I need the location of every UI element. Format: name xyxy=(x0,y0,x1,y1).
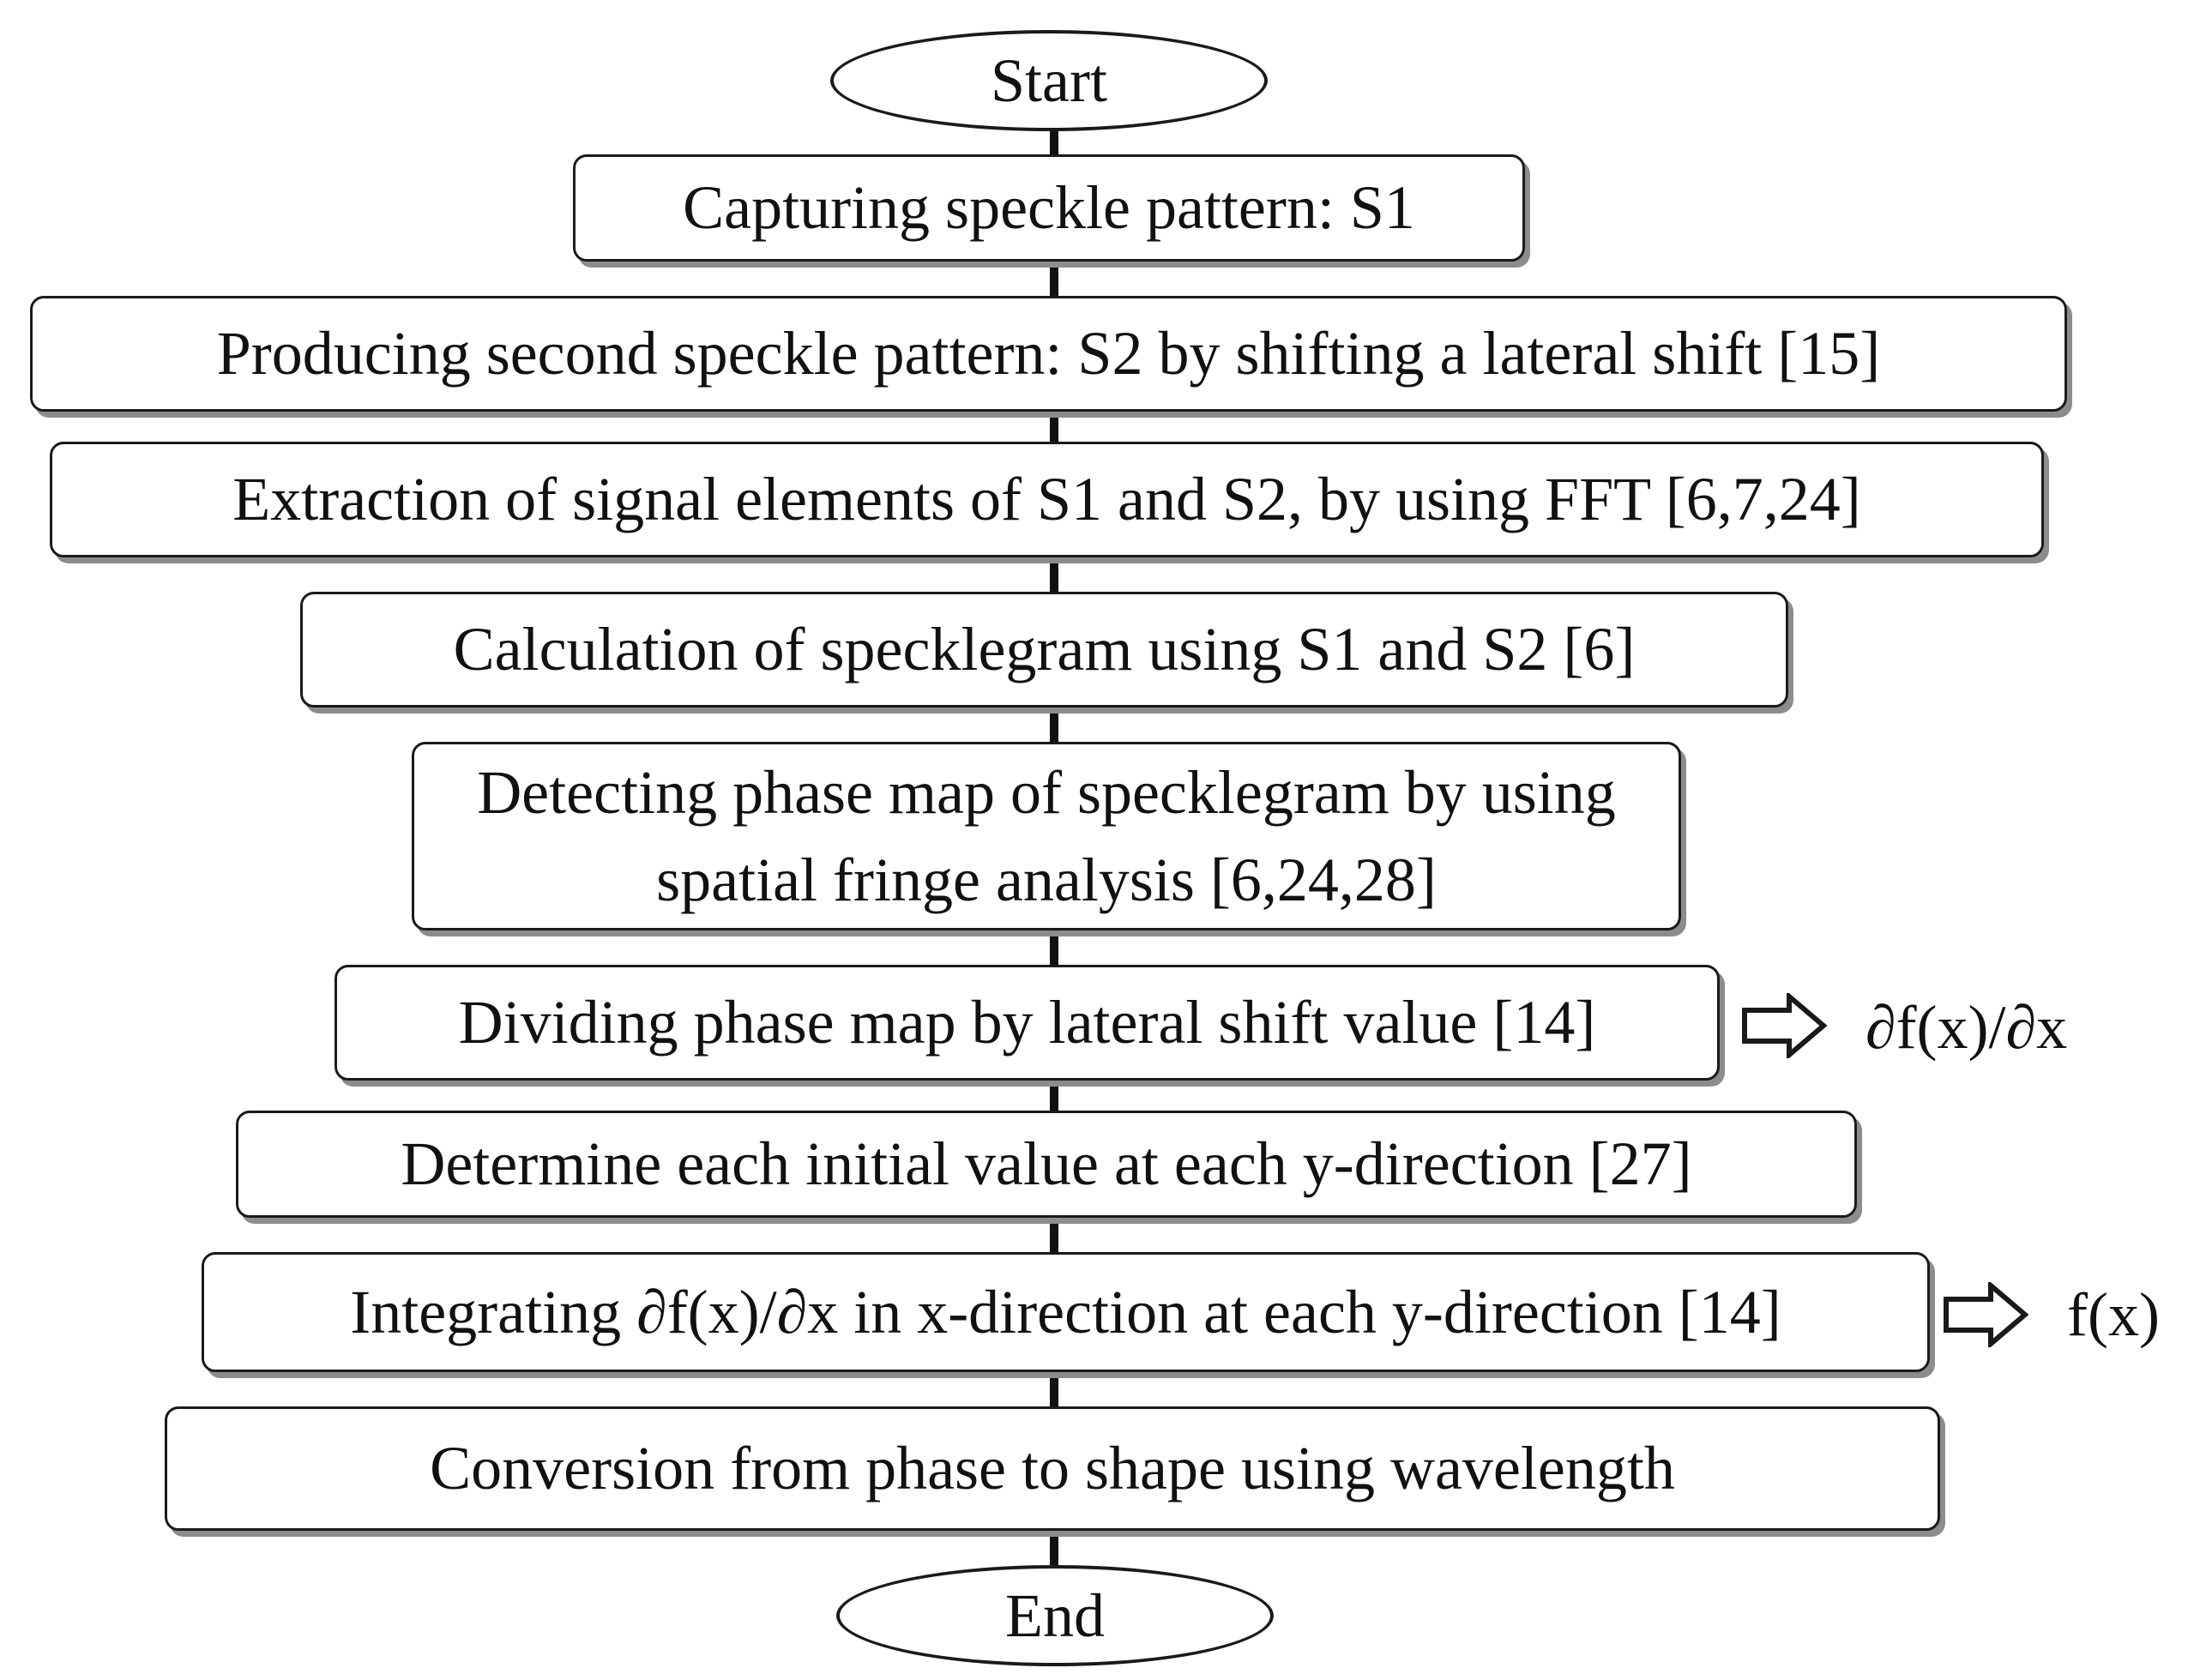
connector-line xyxy=(1050,262,1058,296)
step-integrate-label: Integrating ∂f(x)/∂x in x-direction at e… xyxy=(350,1277,1781,1346)
connector-line xyxy=(1050,557,1058,592)
step-produce-label: Producing second speckle pattern: S2 by … xyxy=(216,319,1881,388)
start-terminal: Start xyxy=(830,30,1268,131)
connector-line xyxy=(1050,1531,1058,1565)
step-convert-shape: Conversion from phase to shape using wav… xyxy=(165,1406,1940,1531)
connector-line xyxy=(1050,930,1058,965)
step-divide-label: Dividing phase map by lateral shift valu… xyxy=(458,988,1596,1057)
connector-line xyxy=(1050,1372,1058,1406)
output-arrow-icon xyxy=(1742,993,1827,1058)
start-label: Start xyxy=(991,45,1107,115)
connector-line xyxy=(1050,129,1058,154)
step-determine-initial: Determine each initial value at each y-d… xyxy=(236,1111,1857,1218)
output-arrow-icon xyxy=(1944,1282,2028,1347)
end-label: End xyxy=(1005,1581,1105,1650)
connector-line xyxy=(1050,708,1058,742)
step-calc-label: Calculation of specklegram using S1 and … xyxy=(453,615,1636,684)
connector-line xyxy=(1050,412,1058,442)
step-capture-speckle: Capturing speckle pattern: S1 xyxy=(573,154,1525,262)
step-capture-label: Capturing speckle pattern: S1 xyxy=(683,173,1415,243)
step-extract-signal: Extraction of signal elements of S1 and … xyxy=(50,442,2044,557)
step-integrate: Integrating ∂f(x)/∂x in x-direction at e… xyxy=(202,1252,1930,1372)
step-determine-label: Determine each initial value at each y-d… xyxy=(401,1129,1692,1199)
output-function: f(x) xyxy=(2067,1280,2160,1349)
step-detect-label: Detecting phase map of specklegram by us… xyxy=(477,757,1616,914)
step-calc-specklegram: Calculation of specklegram using S1 and … xyxy=(300,592,1788,708)
end-terminal: End xyxy=(836,1565,1274,1666)
step-convert-label: Conversion from phase to shape using wav… xyxy=(430,1434,1675,1503)
connector-line xyxy=(1050,1218,1058,1252)
step-produce-second-speckle: Producing second speckle pattern: S2 by … xyxy=(30,296,2067,412)
step-detect-phase-map: Detecting phase map of specklegram by us… xyxy=(412,742,1681,930)
connector-line xyxy=(1050,1081,1058,1111)
step-divide-phase-map: Dividing phase map by lateral shift valu… xyxy=(335,965,1720,1081)
output-derivative: ∂f(x)/∂x xyxy=(1866,993,2068,1062)
step-extract-label: Extraction of signal elements of S1 and … xyxy=(232,465,1861,534)
